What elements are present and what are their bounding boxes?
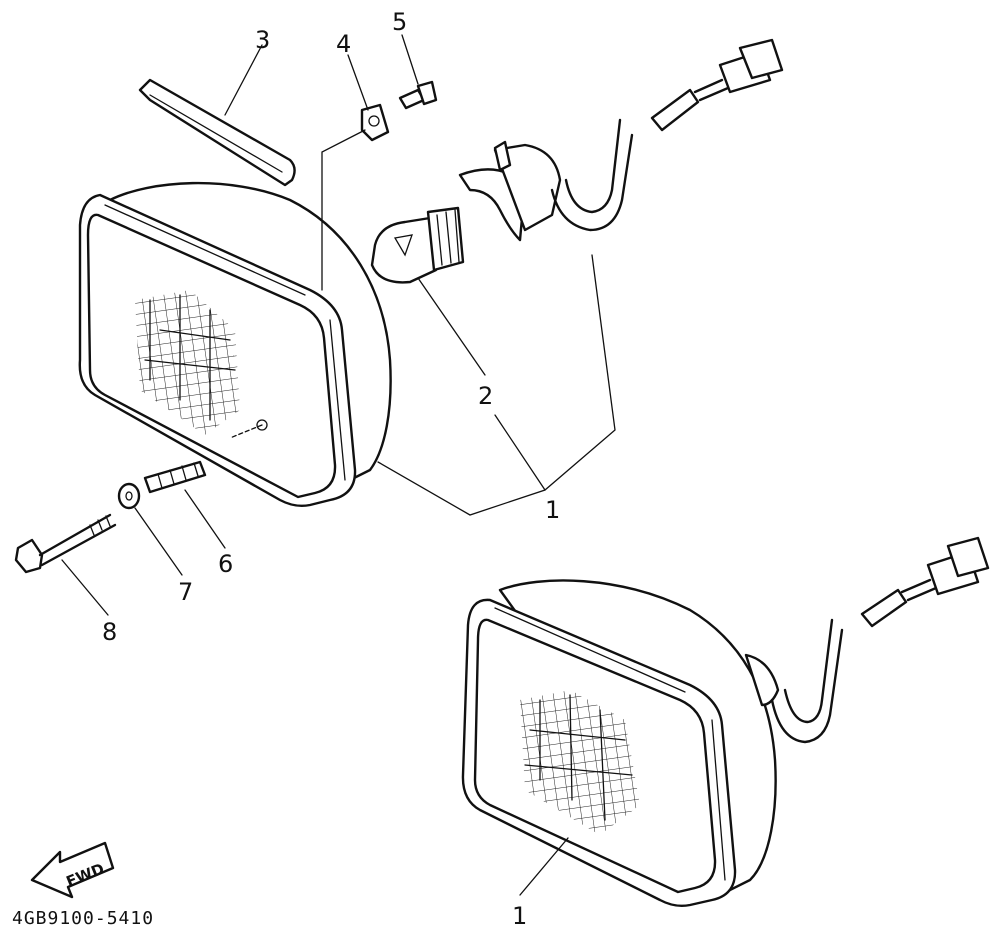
trim-strip-part [138, 78, 296, 187]
lens-pattern-upper [135, 290, 240, 435]
callout-7: 7 [178, 578, 193, 606]
leader-lines [61, 34, 616, 896]
callout-numbers: 3 4 5 2 1 6 7 8 1 [102, 8, 560, 930]
headlight-unit-lower [461, 579, 780, 908]
nut-plate-part [360, 103, 390, 142]
screw-part [398, 80, 438, 110]
spacer-part [143, 460, 207, 494]
callout-8: 8 [102, 618, 117, 646]
washer-part [117, 482, 141, 510]
callout-1-upper: 1 [545, 496, 560, 524]
bulb-part [370, 206, 465, 284]
bolt-part [14, 513, 117, 574]
part-code: 4GB9100-5410 [12, 908, 154, 929]
callout-1-lower: 1 [512, 902, 527, 930]
callout-2: 2 [478, 382, 493, 410]
callout-6: 6 [218, 550, 233, 578]
callout-4: 4 [336, 30, 351, 58]
callout-3: 3 [255, 26, 270, 54]
wire-harness-lower [770, 536, 990, 744]
headlight-unit-upper [78, 181, 392, 508]
callout-5: 5 [392, 8, 407, 36]
wire-harness-upper [550, 38, 784, 232]
bulb-socket-part [458, 140, 562, 242]
forward-arrow-icon: FWD [30, 841, 115, 899]
lens-pattern-lower [520, 690, 640, 835]
